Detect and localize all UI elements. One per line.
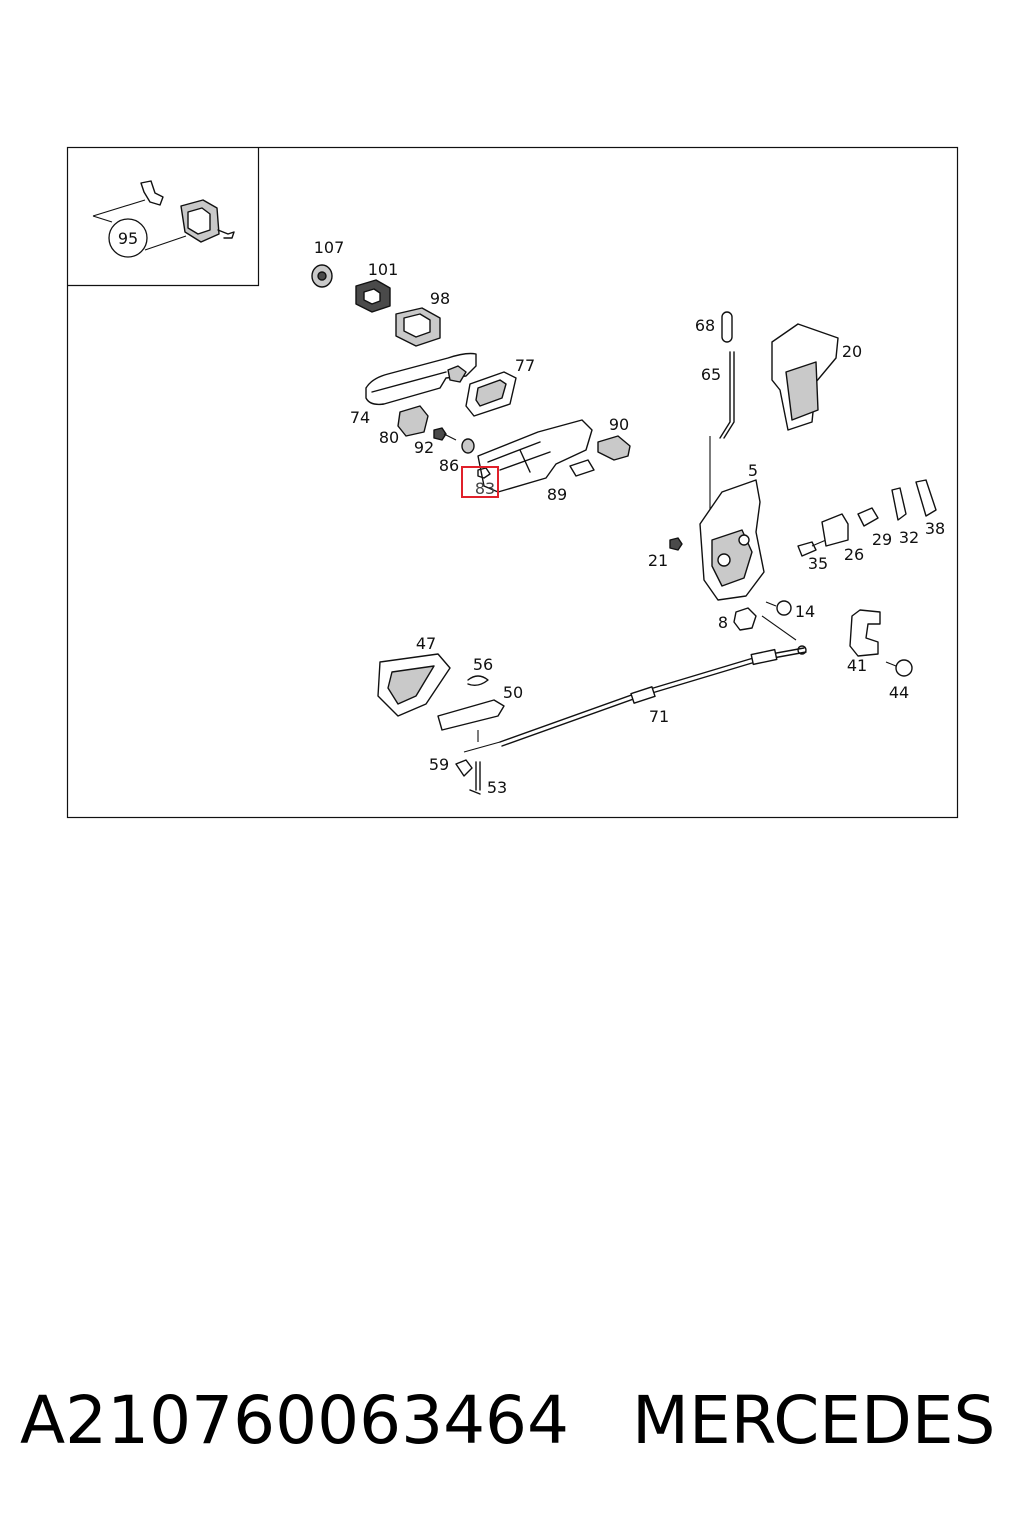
callout-label-21[interactable]: 21 (648, 551, 668, 570)
handle-assembly-drawing (311, 264, 631, 493)
callout-label-107[interactable]: 107 (314, 238, 345, 257)
callout-label-5[interactable]: 5 (748, 461, 758, 480)
callout-label-26[interactable]: 26 (844, 545, 864, 564)
callout-label-35[interactable]: 35 (808, 554, 828, 573)
callout-label-95[interactable]: 95 (118, 229, 138, 248)
callout-label-74[interactable]: 74 (350, 408, 370, 427)
callout-label-41[interactable]: 41 (847, 656, 867, 675)
brand-name: MERCEDES (632, 1382, 996, 1459)
callout-label-80[interactable]: 80 (379, 428, 399, 447)
callout-label-65[interactable]: 65 (701, 365, 721, 384)
callout-label-90[interactable]: 90 (609, 415, 629, 434)
callout-label-68[interactable]: 68 (695, 316, 715, 335)
inner-release-drawing (377, 615, 807, 795)
callout-label-83[interactable]: 83 (475, 479, 495, 498)
callout-label-50[interactable]: 50 (503, 683, 523, 702)
callout-label-101[interactable]: 101 (368, 260, 399, 279)
callout-label-86[interactable]: 86 (439, 456, 459, 475)
caption-bar: A210760063464 MERCEDES (0, 1376, 1024, 1466)
highlight-box-83 (461, 466, 499, 498)
callout-label-77[interactable]: 77 (515, 356, 535, 375)
part-number: A210760063464 (20, 1382, 570, 1459)
callout-label-32[interactable]: 32 (899, 528, 919, 547)
callout-label-44[interactable]: 44 (889, 683, 909, 702)
lock-assembly-drawing (669, 311, 937, 677)
callout-label-92[interactable]: 92 (414, 438, 434, 457)
callout-label-38[interactable]: 38 (925, 519, 945, 538)
callout-label-14[interactable]: 14 (795, 602, 815, 621)
callout-label-56[interactable]: 56 (473, 655, 493, 674)
callout-label-47[interactable]: 47 (416, 634, 436, 653)
callout-label-98[interactable]: 98 (430, 289, 450, 308)
callout-label-53[interactable]: 53 (487, 778, 507, 797)
part-95-drawing (92, 180, 235, 258)
callout-label-8[interactable]: 8 (718, 613, 728, 632)
callout-label-59[interactable]: 59 (429, 755, 449, 774)
callout-label-29[interactable]: 29 (872, 530, 892, 549)
callout-label-89[interactable]: 89 (547, 485, 567, 504)
callout-label-71[interactable]: 71 (649, 707, 669, 726)
callout-bubble-95 (108, 218, 148, 258)
inset-frame (67, 147, 260, 287)
callout-label-20[interactable]: 20 (842, 342, 862, 361)
